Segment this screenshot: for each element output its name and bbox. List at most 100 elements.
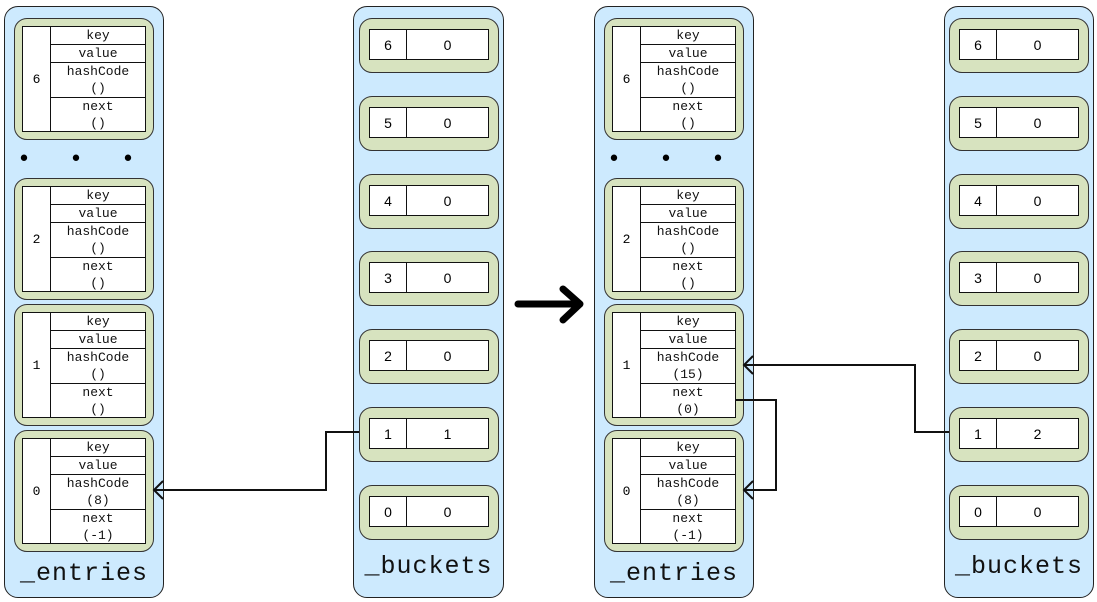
entry-value: value (51, 45, 145, 63)
before-entries-panel: 6 key value hashCode() next() • • • 2 ke… (4, 6, 164, 598)
entry-next: next () (641, 98, 735, 132)
bucket-index: 3 (960, 263, 997, 292)
entry-next: next(-1) (51, 510, 145, 544)
entry-key: key (641, 313, 735, 331)
next-label: next (672, 385, 704, 400)
entry-hashcode: hashCode (15) (641, 349, 735, 384)
next-value: () (680, 116, 696, 131)
next-label: next (672, 511, 704, 526)
next-value: (0) (676, 402, 700, 417)
entry-key: key (641, 27, 735, 45)
ellipsis: • • • (607, 147, 741, 172)
bucket-index: 2 (960, 341, 997, 370)
hashcode-label: hashCode (66, 350, 130, 365)
hashcode-label: hashCode (656, 476, 720, 491)
bucket-value: 0 (1033, 192, 1042, 209)
bucket-value: 0 (443, 192, 452, 209)
entry-card: 2 key value hashCode() next() (604, 178, 744, 300)
entry-key: key (51, 439, 145, 457)
entry-card: 6 key value hashCode() next() (14, 18, 154, 140)
entry-hashcode: hashCode() (51, 223, 145, 258)
bucket-to-entry-connector (744, 364, 949, 433)
entry-index: 1 (23, 313, 51, 417)
bucket-index: 2 (370, 341, 407, 370)
next-label: next (82, 385, 114, 400)
bucket-index: 0 (370, 497, 407, 526)
hashcode-value: (8) (676, 493, 700, 508)
next-value: () (90, 116, 106, 131)
entry-card: 0 key value hashCode (8) next(-1) (14, 430, 154, 552)
arrowhead-icon (742, 355, 754, 375)
entry-value: value (51, 457, 145, 475)
hashcode-label: hashCode (66, 476, 130, 491)
entry-card: 1 key value hashCode(15) next(0) (604, 304, 744, 426)
entry-key: key (641, 187, 735, 205)
bucket-index: 6 (370, 30, 407, 59)
entry-hashcode: hashCode (8) (51, 475, 145, 510)
hashcode-value: () (680, 241, 696, 256)
bucket-value: 0 (443, 36, 452, 53)
bucket-index: 1 (960, 419, 997, 448)
bucket-index: 4 (960, 186, 997, 215)
entry-index: 0 (613, 439, 641, 543)
next-value: () (90, 276, 106, 291)
panel-title: _entries (19, 559, 149, 588)
hashcode-value: (15) (672, 367, 704, 382)
entry-hashcode: hashCode() (641, 63, 735, 98)
next-label: next (82, 99, 114, 114)
bucket-value: 0 (443, 114, 452, 131)
next-pointer-connector (735, 399, 777, 491)
bucket-value: 0 (443, 269, 452, 286)
entry-value: value (641, 205, 735, 223)
entry-card: 2 key value hashCode() next() (14, 178, 154, 300)
hashcode-label: hashCode (656, 224, 720, 239)
bucket-index: 1 (370, 419, 407, 448)
next-label: next (672, 259, 704, 274)
bucket-index: 3 (370, 263, 407, 292)
next-label: next (672, 99, 704, 114)
entry-index: 2 (23, 187, 51, 291)
after-entries-panel: 6 key value hashCode() next() • • • 2 ke… (594, 6, 754, 598)
next-value: (-1) (672, 528, 704, 543)
hashcode-label: hashCode (656, 350, 720, 365)
entry-hashcode: hashCode (8) (641, 475, 735, 510)
entry-card: 1 key value hashCode() next() (14, 304, 154, 426)
entry-next: next () (51, 98, 145, 132)
entry-value: value (641, 45, 735, 63)
next-label: next (82, 259, 114, 274)
bucket-index: 5 (370, 108, 407, 137)
panel-title: _buckets (954, 552, 1084, 581)
arrowhead-icon (152, 480, 164, 500)
entry-index: 6 (613, 27, 641, 131)
entry-index: 0 (23, 439, 51, 543)
entry-key: key (51, 313, 145, 331)
bucket-index: 4 (370, 186, 407, 215)
hashcode-label: hashCode (66, 64, 130, 79)
entry-next: next() (51, 384, 145, 418)
next-value: () (680, 276, 696, 291)
entry-hashcode: hashCode() (51, 349, 145, 384)
hashcode-label: hashCode (66, 224, 130, 239)
hashcode-value: () (680, 81, 696, 96)
hashcode-value: (8) (86, 493, 110, 508)
entry-value: value (641, 457, 735, 475)
entry-next: next () (641, 258, 735, 292)
bucket-value: 0 (443, 503, 452, 520)
entry-value: value (51, 205, 145, 223)
panel-title: _entries (609, 559, 739, 588)
entry-next: next (0) (641, 384, 735, 418)
